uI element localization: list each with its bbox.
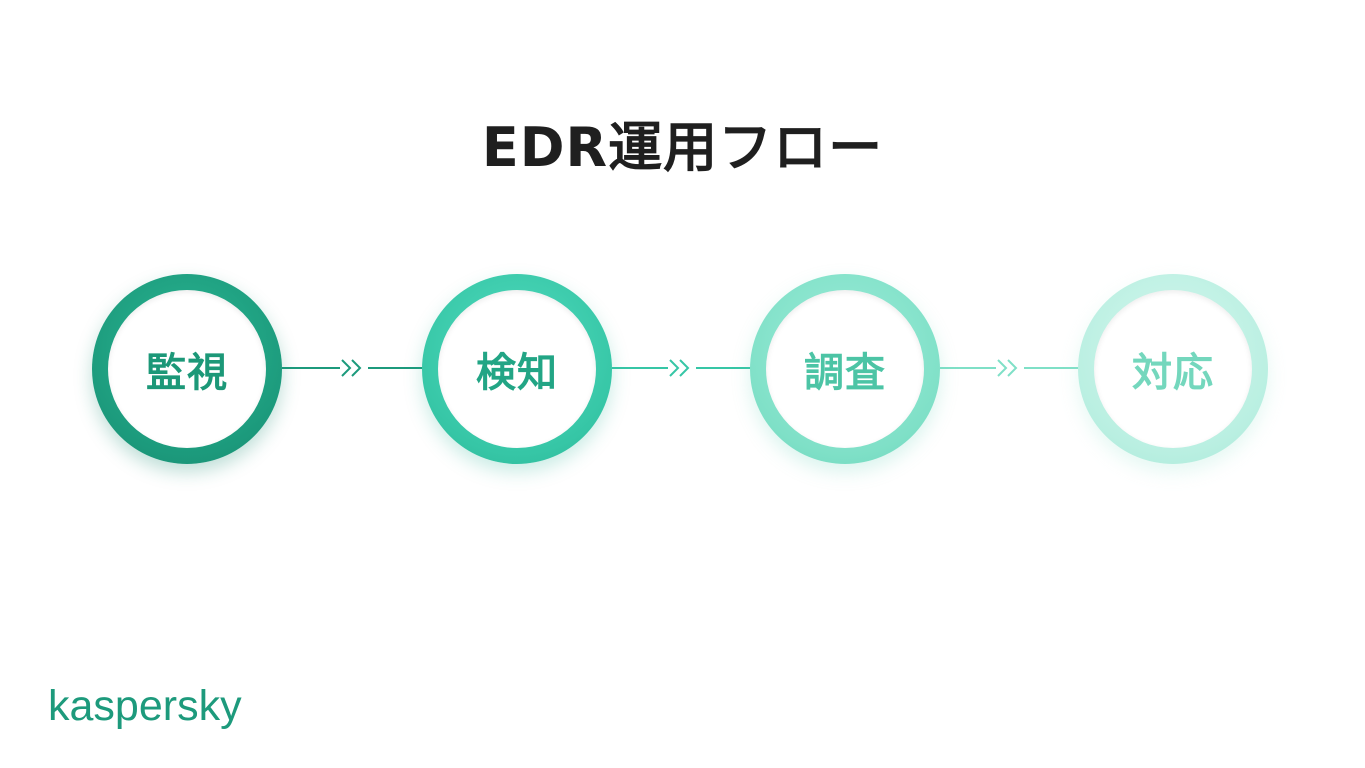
step-inner-circle: 調査 <box>766 290 924 448</box>
step-label: 検知 <box>476 350 558 396</box>
page-title: EDR運用フロー <box>481 116 884 179</box>
step-label: 監視 <box>146 350 228 396</box>
kaspersky-logo: kaspersky <box>48 682 242 730</box>
step-inner-circle: 検知 <box>438 290 596 448</box>
connector-detect-investigate <box>612 356 754 380</box>
double-chevron-right-icon <box>612 359 754 377</box>
step-respond: 対応 <box>1078 274 1268 464</box>
step-inner-circle: 対応 <box>1094 290 1252 448</box>
connector-monitor-detect <box>282 356 426 380</box>
step-investigate: 調査 <box>750 274 940 464</box>
step-monitor: 監視 <box>92 274 282 464</box>
step-label: 調査 <box>804 350 886 396</box>
step-inner-circle: 監視 <box>108 290 266 448</box>
step-label: 対応 <box>1132 350 1214 396</box>
connector-investigate-respond <box>940 356 1082 380</box>
step-detect: 検知 <box>422 274 612 464</box>
double-chevron-right-icon <box>282 359 426 377</box>
double-chevron-right-icon <box>940 359 1082 377</box>
